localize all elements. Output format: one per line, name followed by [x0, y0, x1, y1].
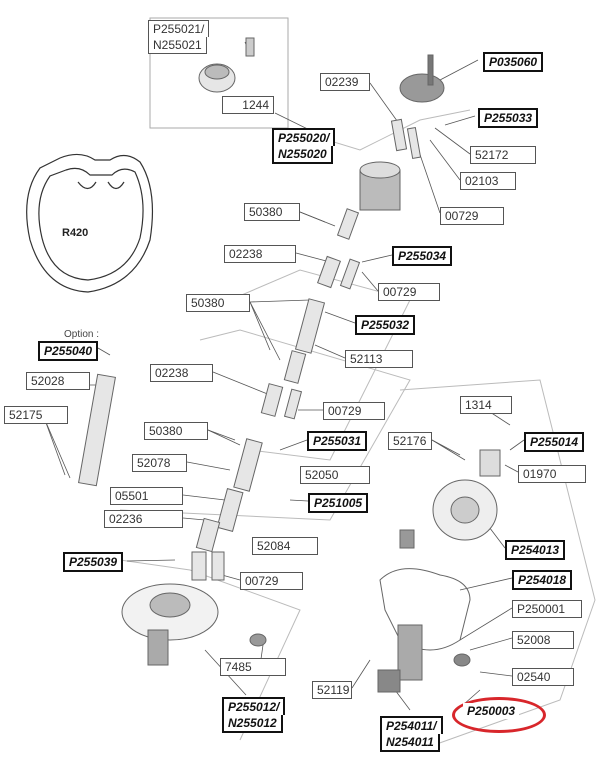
label-50380-b: 50380	[186, 294, 250, 312]
r420-label: R420	[62, 227, 88, 239]
label-52008: 52008	[512, 631, 574, 649]
label-52113: 52113	[345, 350, 413, 368]
label-P255012: P255012/	[222, 697, 286, 715]
label-02236: 02236	[104, 510, 183, 528]
label-P251005: P251005	[308, 493, 369, 513]
option-tube-part	[78, 373, 116, 487]
label-00729-d: 00729	[240, 572, 303, 590]
label-P255032: P255032	[355, 315, 416, 335]
label-N254011: N254011	[380, 734, 440, 752]
frame-part	[379, 568, 471, 651]
label-P255021: P255021/	[148, 20, 210, 37]
label-N255012: N255012	[222, 715, 283, 733]
label-P254011: P254011/	[380, 716, 443, 734]
label-52175: 52175	[4, 406, 68, 424]
label-52172: 52172	[470, 146, 536, 164]
r420-profile	[26, 153, 154, 293]
label-P255031: P255031	[307, 431, 368, 451]
label-02103: 02103	[460, 172, 516, 190]
tube-part-1	[390, 118, 408, 152]
label-52119: 52119	[312, 681, 352, 699]
label-option: Option :	[64, 329, 100, 340]
label-52028: 52028	[26, 372, 90, 390]
label-P035060: P035060	[483, 52, 544, 72]
part-drawings	[78, 37, 501, 693]
highlight-ellipse	[452, 697, 546, 733]
label-N255021: N255021	[148, 37, 207, 54]
label-P250003: P250003	[463, 703, 520, 719]
long-tube-part	[294, 298, 326, 354]
label-02238-a: 02238	[224, 245, 296, 263]
label-02239: 02239	[320, 73, 370, 91]
label-02540: 02540	[512, 668, 574, 686]
label-P255040: P255040	[38, 341, 99, 361]
label-1244: 1244	[222, 96, 274, 114]
label-P255020: P255020/	[272, 128, 336, 146]
label-P255014: P255014	[524, 432, 585, 452]
label-52078: 52078	[132, 454, 187, 472]
label-P255033: P255033	[478, 108, 539, 128]
label-P254018: P254018	[512, 570, 573, 590]
label-02238-b: 02238	[150, 364, 213, 382]
label-52050: 52050	[300, 466, 370, 484]
label-00729-c: 00729	[323, 402, 385, 420]
label-P250001: P250001	[512, 600, 582, 618]
label-50380-c: 50380	[144, 422, 208, 440]
inset-box-top	[149, 17, 289, 129]
label-P254013: P254013	[505, 540, 566, 560]
label-7485: 7485	[220, 658, 286, 676]
label-P255039: P255039	[63, 552, 124, 572]
label-50380-a: 50380	[244, 203, 300, 221]
label-P255034: P255034	[392, 246, 453, 266]
label-N255020: N255020	[272, 146, 333, 164]
label-01970: 01970	[518, 465, 586, 483]
label-52176: 52176	[388, 432, 432, 450]
label-1314: 1314	[460, 396, 512, 414]
label-00729-b: 00729	[378, 283, 440, 301]
label-05501: 05501	[110, 487, 183, 505]
label-52084: 52084	[252, 537, 318, 555]
cap-part	[399, 73, 445, 103]
label-00729-a: 00729	[440, 207, 504, 225]
